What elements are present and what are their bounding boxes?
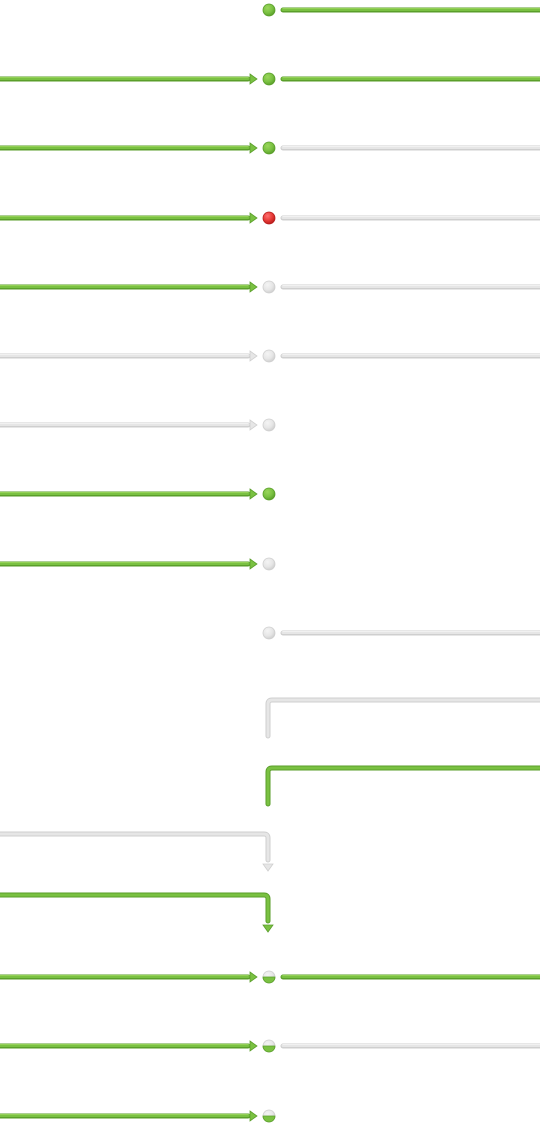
- outgoing-line: [280, 630, 540, 636]
- connector-row-8: [0, 557, 276, 571]
- half-node-row-2: [0, 1109, 276, 1123]
- connector-row-6: [0, 418, 276, 432]
- outgoing-line: [280, 974, 540, 980]
- node-active-icon: [262, 3, 276, 17]
- outgoing-line: [280, 1043, 540, 1049]
- connector-row-4: [0, 280, 540, 294]
- node-half-icon: [262, 1109, 276, 1123]
- connector-row-0: [262, 3, 540, 17]
- outgoing-line: [280, 284, 540, 290]
- connector-row-9: [262, 626, 540, 640]
- node-inactive-icon: [262, 280, 276, 294]
- arrow-down-icon: [262, 924, 274, 933]
- arrow-right-icon: [249, 558, 258, 570]
- node-half-icon: [262, 1039, 276, 1053]
- straight-connector-rows: [0, 3, 540, 640]
- arrow-right-icon: [249, 419, 258, 431]
- arrow-right-icon: [249, 281, 258, 293]
- arrow-right-icon: [249, 1110, 258, 1122]
- incoming-line: [0, 974, 251, 980]
- node-error-icon: [262, 211, 276, 225]
- arrow-right-icon: [249, 142, 258, 154]
- incoming-line: [0, 284, 251, 290]
- incoming-line: [0, 353, 251, 359]
- node-inactive-icon: [262, 418, 276, 432]
- elbow-branch-in-active: [0, 892, 274, 933]
- connector-row-7: [0, 487, 276, 501]
- arrow-right-icon: [249, 488, 258, 500]
- node-active-icon: [262, 487, 276, 501]
- arrow-right-icon: [249, 212, 258, 224]
- node-half-icon: [262, 970, 276, 984]
- outgoing-line: [280, 145, 540, 151]
- connector-row-1: [0, 72, 540, 86]
- incoming-line: [0, 422, 251, 428]
- incoming-line: [0, 1043, 251, 1049]
- half-node-row-0: [0, 970, 540, 984]
- node-inactive-icon: [262, 626, 276, 640]
- arrow-right-icon: [249, 73, 258, 85]
- node-inactive-icon: [262, 557, 276, 571]
- incoming-line: [0, 145, 251, 151]
- incoming-line: [0, 215, 251, 221]
- half-node-connector-rows: [0, 970, 540, 1123]
- connector-row-3: [0, 211, 540, 225]
- node-active-icon: [262, 141, 276, 155]
- arrow-right-icon: [249, 1040, 258, 1052]
- connector-row-2: [0, 141, 540, 155]
- incoming-line: [0, 76, 251, 82]
- elbow-branch-out-active: [265, 765, 540, 807]
- outgoing-line: [280, 215, 540, 221]
- half-node-row-1: [0, 1039, 540, 1053]
- arrow-right-icon: [249, 971, 258, 983]
- node-inactive-icon: [262, 349, 276, 363]
- incoming-line: [0, 491, 251, 497]
- elbow-branch-in-inactive: [0, 831, 274, 872]
- incoming-line: [0, 561, 251, 567]
- outgoing-line: [280, 7, 540, 13]
- elbow-connector-rows: [0, 697, 540, 933]
- arrow-right-icon: [249, 350, 258, 362]
- incoming-line: [0, 1113, 251, 1119]
- arrow-down-icon: [262, 863, 274, 872]
- outgoing-line: [280, 353, 540, 359]
- outgoing-line: [280, 76, 540, 82]
- node-active-icon: [262, 72, 276, 86]
- elbow-branch-out-inactive: [265, 697, 540, 739]
- connector-row-5: [0, 349, 540, 363]
